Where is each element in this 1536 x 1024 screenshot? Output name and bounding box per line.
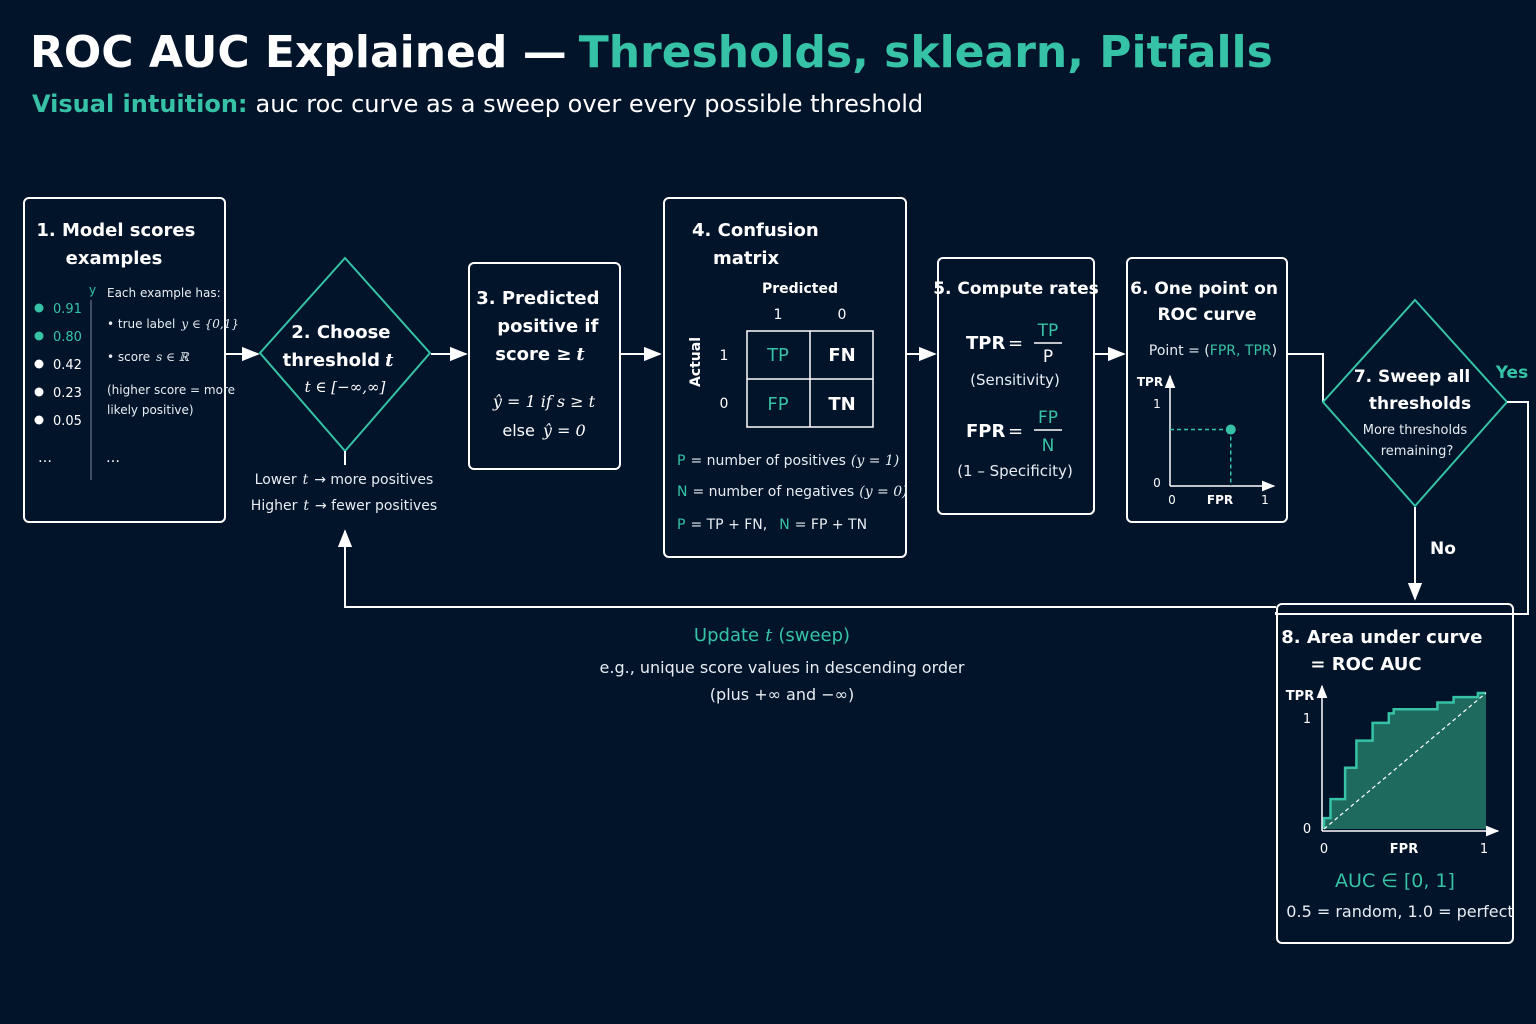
step8-x-tick-1: 1 [1480,842,1488,857]
step4-sums: P= TP + FN,N= FP + TN [677,517,867,533]
step1-ellipsis-right: … [106,450,120,466]
step4-confusion-matrix-box: 4. Confusion matrix Predicted 1 0 Actual… [663,197,908,558]
cell-fp: FP [767,394,788,415]
step6-one-point-box: 6. One point on ROC curve Point = (FPR, … [1126,257,1288,523]
score-value: 0.91 [53,302,82,317]
step4-col-label-1: 1 [774,307,783,323]
cell-tn: TN [828,394,855,415]
step4-row-label-1: 1 [720,348,729,364]
auc-range: AUC ∈ [0, 1] [1335,870,1455,892]
random-baseline-diagonal [1323,692,1487,830]
step4-def-p: P= number of positives(y = 1) [677,453,899,469]
step8-x-axis-label: FPR [1390,842,1418,857]
step6-x-tick-0: 0 [1168,493,1176,507]
step3-predicted-positive-box: 3. Predicted positive if score ≥t ŷ = 1 … [468,262,621,470]
step3-title: 3. Predicted positive if score ≥t [476,288,606,365]
cell-fn: FN [828,345,855,366]
tpr-numerator: TP [1037,321,1059,341]
step6-x-tick-1: 1 [1261,493,1269,507]
step4-predicted-label: Predicted [762,281,838,297]
step1-info-note: (higher score = more likely positive) [107,383,239,417]
step6-y-tick-1: 1 [1153,397,1161,411]
auc-note: 0.5 = random, 1.0 = perfect [1286,902,1513,921]
step6-point-text: Point = (FPR, TPR) [1149,343,1277,359]
tpr-note: (Sensitivity) [970,371,1060,389]
step6-y-tick-0: 0 [1153,476,1161,490]
score-value: 0.80 [53,330,82,345]
step4-row-label-0: 0 [720,396,729,412]
step5-title: 5. Compute rates [933,279,1099,299]
tpr-equals: = [1008,333,1023,354]
step4-col-label-0: 0 [838,307,847,323]
step1-model-scores-box: 1. Model scores examples y 0.910.800.420… [23,197,239,523]
cell-tp: TP [766,345,789,366]
step4-actual-label: Actual [688,337,704,387]
step8-x-tick-0: 0 [1320,842,1328,857]
fpr-denominator: N [1042,436,1055,456]
score-dot [34,331,44,341]
step1-score-list: 0.91 0.80 0.42 0.23 0.05 [34,302,82,429]
step8-y-tick-0: 0 [1303,822,1311,837]
score-dot [34,387,44,397]
step5-compute-rates-box: 5. Compute rates TPR = TP P (Sensitivity… [933,257,1099,515]
arrow-step6-to-step7 [1288,353,1324,402]
step7-yes-label: Yes [1495,363,1528,383]
step2-range: t ∈ [−∞,∞] [305,378,386,396]
fpr-numerator: FP [1038,408,1058,428]
step1-title: 1. Model scores examples [36,220,201,269]
step8-auc-box: 8. Area under curve = ROC AUC TPR 1 0 0 … [1276,603,1514,944]
score-dot [34,303,44,313]
fpr-equals: = [1008,421,1023,442]
step8-y-axis-label: TPR [1286,689,1314,704]
step7-question: More thresholds remaining? [1363,423,1472,459]
fpr-note: (1 – Specificity) [957,462,1073,480]
score-dot [34,415,44,425]
step4-title: 4. Confusion matrix [692,220,825,269]
step7-sweep-decision-diamond: 7. Sweep all thresholds More thresholds … [1321,298,1528,559]
step7-title: 7. Sweep all thresholds [1354,367,1476,414]
step1-info-heading: Each example has: [107,286,221,300]
roc-curve-line [1322,691,1486,829]
loop-note-2: (plus +∞ and −∞) [710,685,854,704]
loop-note-1: e.g., unique score values in descending … [600,658,965,677]
step4-def-n: N= number of negatives(y = 0) [677,484,908,500]
score-value: 0.05 [53,414,82,429]
step8-title: 8. Area under curve = ROC AUC [1281,627,1489,675]
page-subtitle: Visual intuition:auc roc curve as a swee… [32,90,923,118]
step7-no-label: No [1430,539,1456,559]
tpr-label: TPR [966,333,1005,354]
score-value: 0.42 [53,358,82,373]
tpr-denominator: P [1043,347,1053,367]
step1-y-column-label: y [89,283,96,297]
score-value: 0.23 [53,386,82,401]
step6-x-axis-label: FPR [1207,493,1233,507]
step1-ellipsis-left: … [38,450,52,466]
fpr-label: FPR [966,421,1005,442]
step3-rule-1: ŷ = 1 if s ≥ t [492,392,596,411]
step6-title: 6. One point on ROC curve [1130,279,1284,325]
step6-roc-point [1225,424,1236,435]
score-dot [34,359,44,369]
step6-y-axis-label: TPR [1137,375,1163,389]
step8-y-tick-1: 1 [1303,712,1311,727]
page-title: ROC AUC Explained —Thresholds, sklearn, … [30,27,1273,78]
